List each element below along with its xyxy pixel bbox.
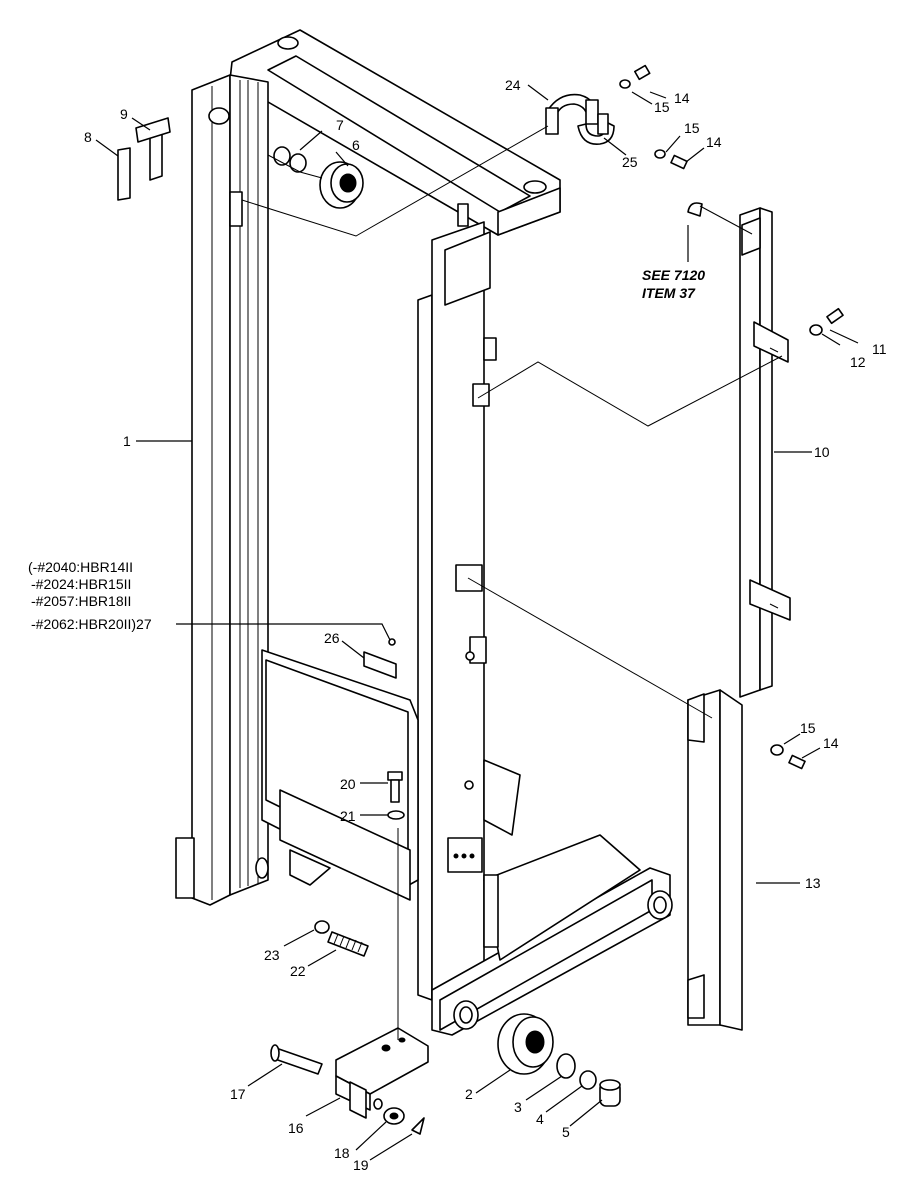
- top-cross-beam: [229, 29, 561, 236]
- clamp-24-25: [545, 93, 615, 145]
- channel-bracket-13: [687, 689, 743, 1031]
- callout-23: 23: [264, 947, 280, 963]
- leader-lines: [95, 84, 859, 1161]
- channel-bracket-10: [739, 207, 791, 698]
- serial-note-line-4: -#2062:HBR20II)27: [31, 616, 152, 632]
- callout-18: 18: [334, 1145, 350, 1161]
- bearing-6: [319, 161, 364, 209]
- callout-4: 4: [536, 1111, 544, 1127]
- callout-16: 16: [288, 1120, 304, 1136]
- see-note-line-2: ITEM 37: [642, 285, 696, 301]
- callout-11: 11: [872, 341, 887, 357]
- right-upright-rail: [417, 203, 497, 1001]
- bolts-top: [619, 64, 844, 770]
- callout-5: 5: [562, 1124, 570, 1140]
- serial-note-line-2: -#2024:HBR15II: [31, 576, 131, 592]
- serial-range-note: (-#2040:HBR14II -#2024:HBR15II -#2057:HB…: [28, 559, 152, 632]
- shim-7b: [289, 153, 307, 173]
- spring-22-nut-23: [314, 920, 369, 957]
- callout-2: 2: [465, 1086, 473, 1102]
- see-reference-note: SEE 7120 ITEM 37: [642, 267, 705, 301]
- callout-26: 26: [324, 630, 340, 646]
- callout-12: 12: [850, 354, 866, 370]
- callout-9: 9: [120, 106, 128, 122]
- callout-19: 19: [353, 1157, 369, 1173]
- callout-8: 8: [84, 129, 92, 145]
- see-note-clip: [687, 202, 703, 217]
- roller-2: [497, 1013, 554, 1075]
- plates-8-9: [117, 117, 171, 201]
- plate-26: [363, 651, 397, 679]
- callout-14-mid: 14: [706, 134, 722, 150]
- serial-note-line-3: -#2057:HBR18II: [31, 593, 131, 609]
- see-note-line-1: SEE 7120: [642, 267, 705, 283]
- pin-19: [411, 1117, 425, 1135]
- callout-15-low: 15: [800, 720, 816, 736]
- callout-20: 20: [340, 776, 356, 792]
- callout-21: 21: [340, 808, 356, 824]
- callout-25: 25: [622, 154, 638, 170]
- callout-labels: 1 2 3 4 5 6 7 8 9 10 11 12 13 14 14 14 1…: [84, 77, 887, 1173]
- callout-1: 1: [123, 433, 131, 449]
- shim-4: [579, 1070, 597, 1090]
- callout-14-top: 14: [674, 90, 690, 106]
- left-upright-rail: [175, 74, 269, 906]
- bracket-16-pin-17: [270, 1027, 429, 1119]
- callout-22: 22: [290, 963, 306, 979]
- serial-note-line-1: (-#2040:HBR14II: [28, 559, 133, 575]
- callout-24: 24: [505, 77, 521, 93]
- callout-15-top: 15: [654, 99, 670, 115]
- small-parts: [117, 64, 844, 1135]
- callout-10: 10: [814, 444, 830, 460]
- callout-14-low: 14: [823, 735, 839, 751]
- callout-15-mid: 15: [684, 120, 700, 136]
- cap-5: [599, 1079, 621, 1107]
- callout-7: 7: [336, 117, 344, 133]
- lower-frame: [261, 649, 673, 1036]
- callout-3: 3: [514, 1099, 522, 1115]
- callout-13: 13: [805, 875, 821, 891]
- callout-17: 17: [230, 1086, 246, 1102]
- ring-3: [556, 1053, 576, 1079]
- callout-6: 6: [352, 137, 360, 153]
